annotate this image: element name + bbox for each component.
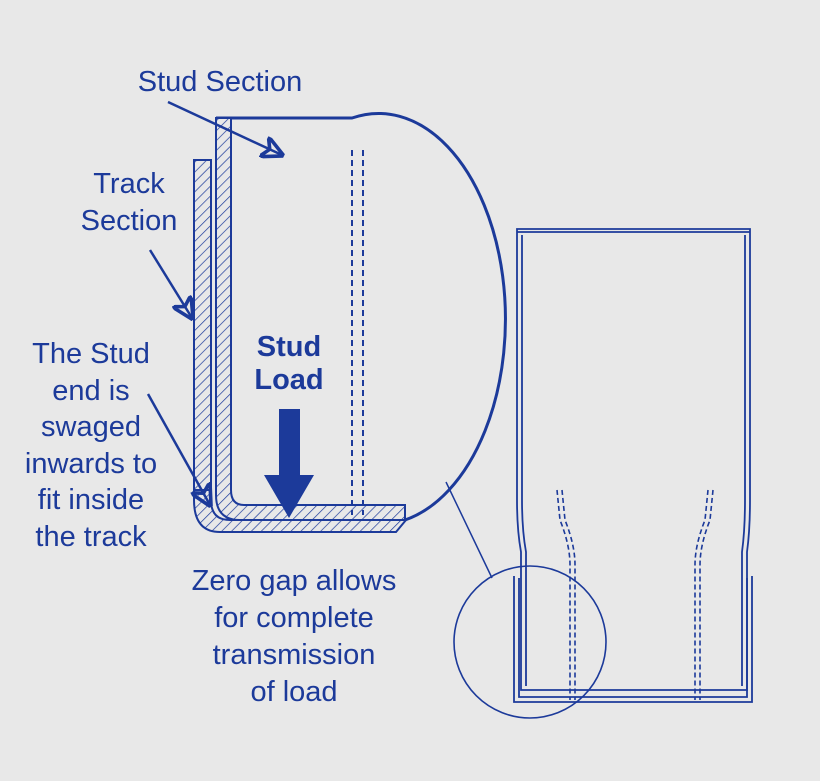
swage-dash-right <box>694 489 709 700</box>
swage-dash-left-2 <box>561 489 576 700</box>
track-channel-inner <box>518 578 748 698</box>
swage-note-line-5: fit inside <box>37 484 145 516</box>
track-section-line-2: Section <box>80 205 178 237</box>
swage-note-label: The Stud end is swaged inwards to fit in… <box>6 336 176 555</box>
stud-inner-left <box>521 235 527 686</box>
swage-dash-left <box>556 489 571 700</box>
track-channel <box>513 576 753 703</box>
swage-note-line-2: end is <box>52 374 130 407</box>
stud-section-text: Stud Section <box>137 66 303 98</box>
stud-load-arrow <box>264 409 314 518</box>
stud-load-line-1: Stud <box>256 331 322 363</box>
swage-pointer <box>146 393 210 505</box>
swage-dash-right-2 <box>699 489 714 700</box>
callout-leader <box>445 481 493 579</box>
stud-load-line-2: Load <box>254 364 324 396</box>
track-wall <box>193 159 212 491</box>
stud-section-pointer <box>167 100 282 155</box>
stud-profile <box>214 112 507 522</box>
zero-gap-line-3: transmission <box>212 639 376 671</box>
stud-web <box>215 117 406 521</box>
zero-gap-line-4: of load <box>250 676 338 708</box>
section-detail <box>193 112 507 533</box>
stud-in-track-view <box>453 228 753 719</box>
detail-callout-circle <box>453 565 607 719</box>
zero-gap-line-1: Zero gap allows <box>191 565 397 597</box>
swage-note-line-4: inwards to <box>24 447 158 480</box>
swage-note-line-6: the track <box>35 520 147 553</box>
zero-gap-line-2: for complete <box>214 602 374 634</box>
zero-gap-label: Zero gap allows for complete transmissio… <box>160 563 428 711</box>
stud-section-label: Stud Section <box>120 64 320 101</box>
track-section-label: Track Section <box>62 166 196 240</box>
stud-outline <box>516 228 751 691</box>
stud-load-label: Stud Load <box>232 331 346 397</box>
swage-note-line-3: swaged <box>41 411 141 443</box>
track-section-pointer <box>148 249 192 318</box>
swage-note-line-1: The Stud <box>32 338 150 370</box>
pointer-arrows <box>146 100 282 505</box>
stud-inner-right <box>741 235 746 686</box>
track-section-line-1: Track <box>93 168 165 200</box>
